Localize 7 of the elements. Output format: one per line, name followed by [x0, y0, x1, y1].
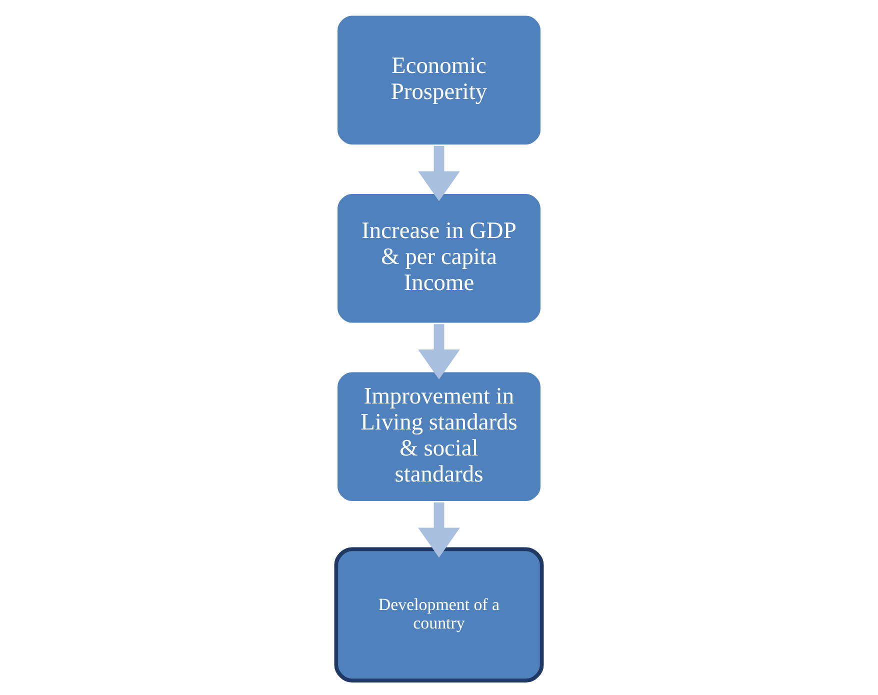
node-box: Economic Prosperity	[334, 13, 544, 148]
node-box: Increase in GDP & per capita Income	[334, 191, 544, 326]
node-box: Improvement in Living standards & social standards	[334, 370, 544, 504]
arrow	[418, 502, 460, 558]
arrow	[418, 146, 460, 202]
arrow	[418, 324, 460, 380]
node-box: Development of a country	[334, 547, 544, 683]
